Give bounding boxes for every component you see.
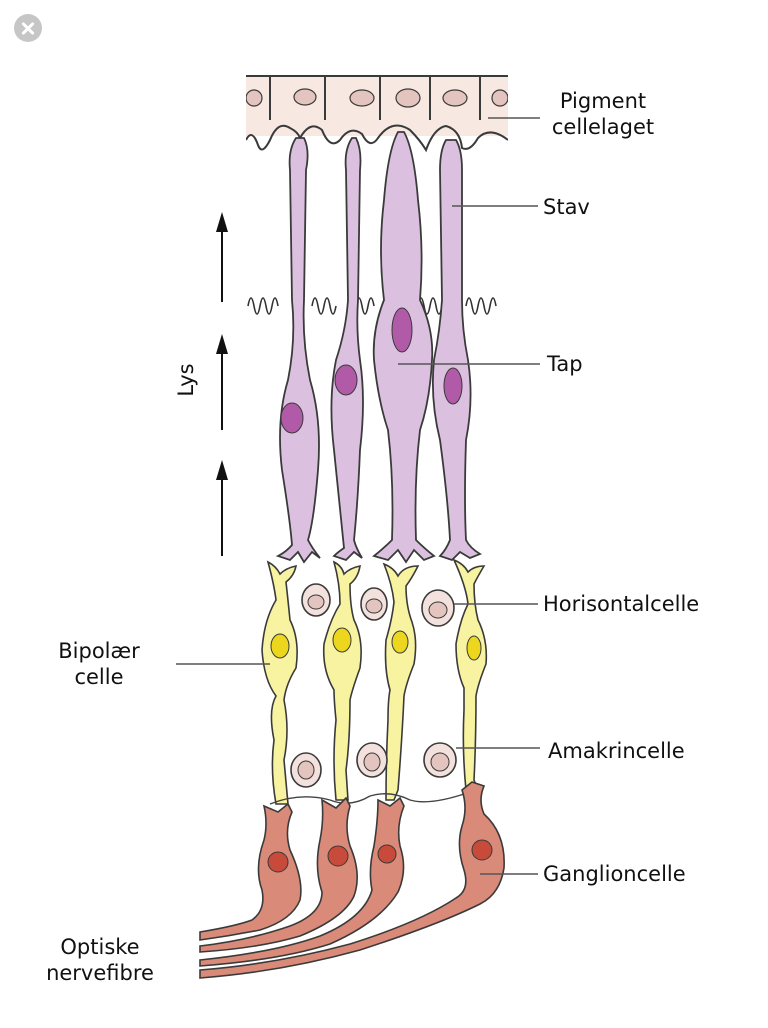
- bipolar-cell: [382, 562, 420, 801]
- bipolar-cell: [452, 558, 488, 791]
- label-optiske: Optiske nervefibre: [46, 934, 154, 986]
- ganglion-nucleus: [471, 839, 493, 861]
- pigment-nucleus: [491, 89, 508, 107]
- label-bipolar-line2: celle: [74, 665, 124, 689]
- up-arrow-icon: [216, 334, 228, 430]
- ganglion-nucleus: [377, 844, 397, 864]
- leader-lines: [176, 117, 540, 875]
- bipolar-cell: [322, 560, 362, 801]
- bipolar-nucleus: [332, 627, 352, 653]
- label-ganglioncelle: Ganglioncelle: [543, 862, 686, 886]
- pigment-nucleus: [442, 89, 468, 107]
- label-bipolar-line1: Bipolær: [58, 639, 140, 663]
- rod-nucleus: [443, 367, 463, 405]
- bipolar-nucleus: [391, 630, 409, 654]
- pigment-nucleus: [293, 88, 317, 106]
- label-optiske-line2: nervefibre: [46, 961, 154, 985]
- label-horisontalcelle: Horisontalcelle: [543, 592, 700, 616]
- label-pigment-line1: Pigment: [559, 89, 647, 113]
- ganglion-cell: [199, 802, 302, 941]
- ganglion-cell-layer: [199, 781, 505, 979]
- bipolar-cell: [261, 560, 298, 805]
- cone-nucleus: [391, 307, 413, 353]
- rod-cell: [275, 137, 321, 564]
- ganglion-nucleus: [327, 845, 349, 867]
- ganglion-cell: [199, 781, 505, 979]
- pigment-layer-fill: [246, 76, 508, 136]
- up-arrow-icon: [216, 212, 228, 302]
- bipolar-nucleus: [466, 635, 482, 661]
- ganglion-nucleus: [267, 851, 289, 873]
- up-arrow-icon: [216, 460, 228, 556]
- ganglion-cell: [199, 796, 358, 953]
- label-tap: Tap: [547, 352, 583, 376]
- bipolar-nucleus: [270, 633, 290, 659]
- pigment-nucleus: [395, 88, 421, 108]
- rod-nucleus: [280, 402, 304, 434]
- label-optiske-line1: Optiske: [60, 935, 140, 959]
- close-icon[interactable]: [14, 14, 42, 42]
- bipolar-cell-layer: [261, 558, 488, 805]
- amacrine-cell-nuclei: [297, 752, 450, 780]
- synapse-line: [269, 791, 471, 805]
- ganglion-cell: [199, 796, 405, 967]
- pigment-nucleus: [246, 89, 263, 107]
- rod-cell: [431, 139, 483, 562]
- label-lys: Lys: [174, 363, 198, 397]
- amacrine-cell-group: [290, 742, 457, 788]
- label-bipolar: Bipolær celle: [58, 638, 140, 690]
- horizontal-cell-nuclei: [307, 594, 448, 619]
- rod-cell: [330, 137, 364, 562]
- label-stav: Stav: [543, 195, 590, 219]
- label-amakrincelle: Amakrincelle: [548, 739, 685, 763]
- label-pigment: Pigment cellelaget: [552, 88, 654, 140]
- photoreceptor-layer: [275, 131, 483, 564]
- light-direction-arrows: [216, 212, 228, 556]
- outer-membrane: [247, 297, 497, 315]
- small-cell-layer: [269, 583, 471, 805]
- rod-nucleus: [334, 364, 358, 396]
- pigment-nucleus: [349, 89, 375, 107]
- pigment-cell-layer: [246, 75, 508, 153]
- label-pigment-line2: cellelaget: [551, 115, 655, 139]
